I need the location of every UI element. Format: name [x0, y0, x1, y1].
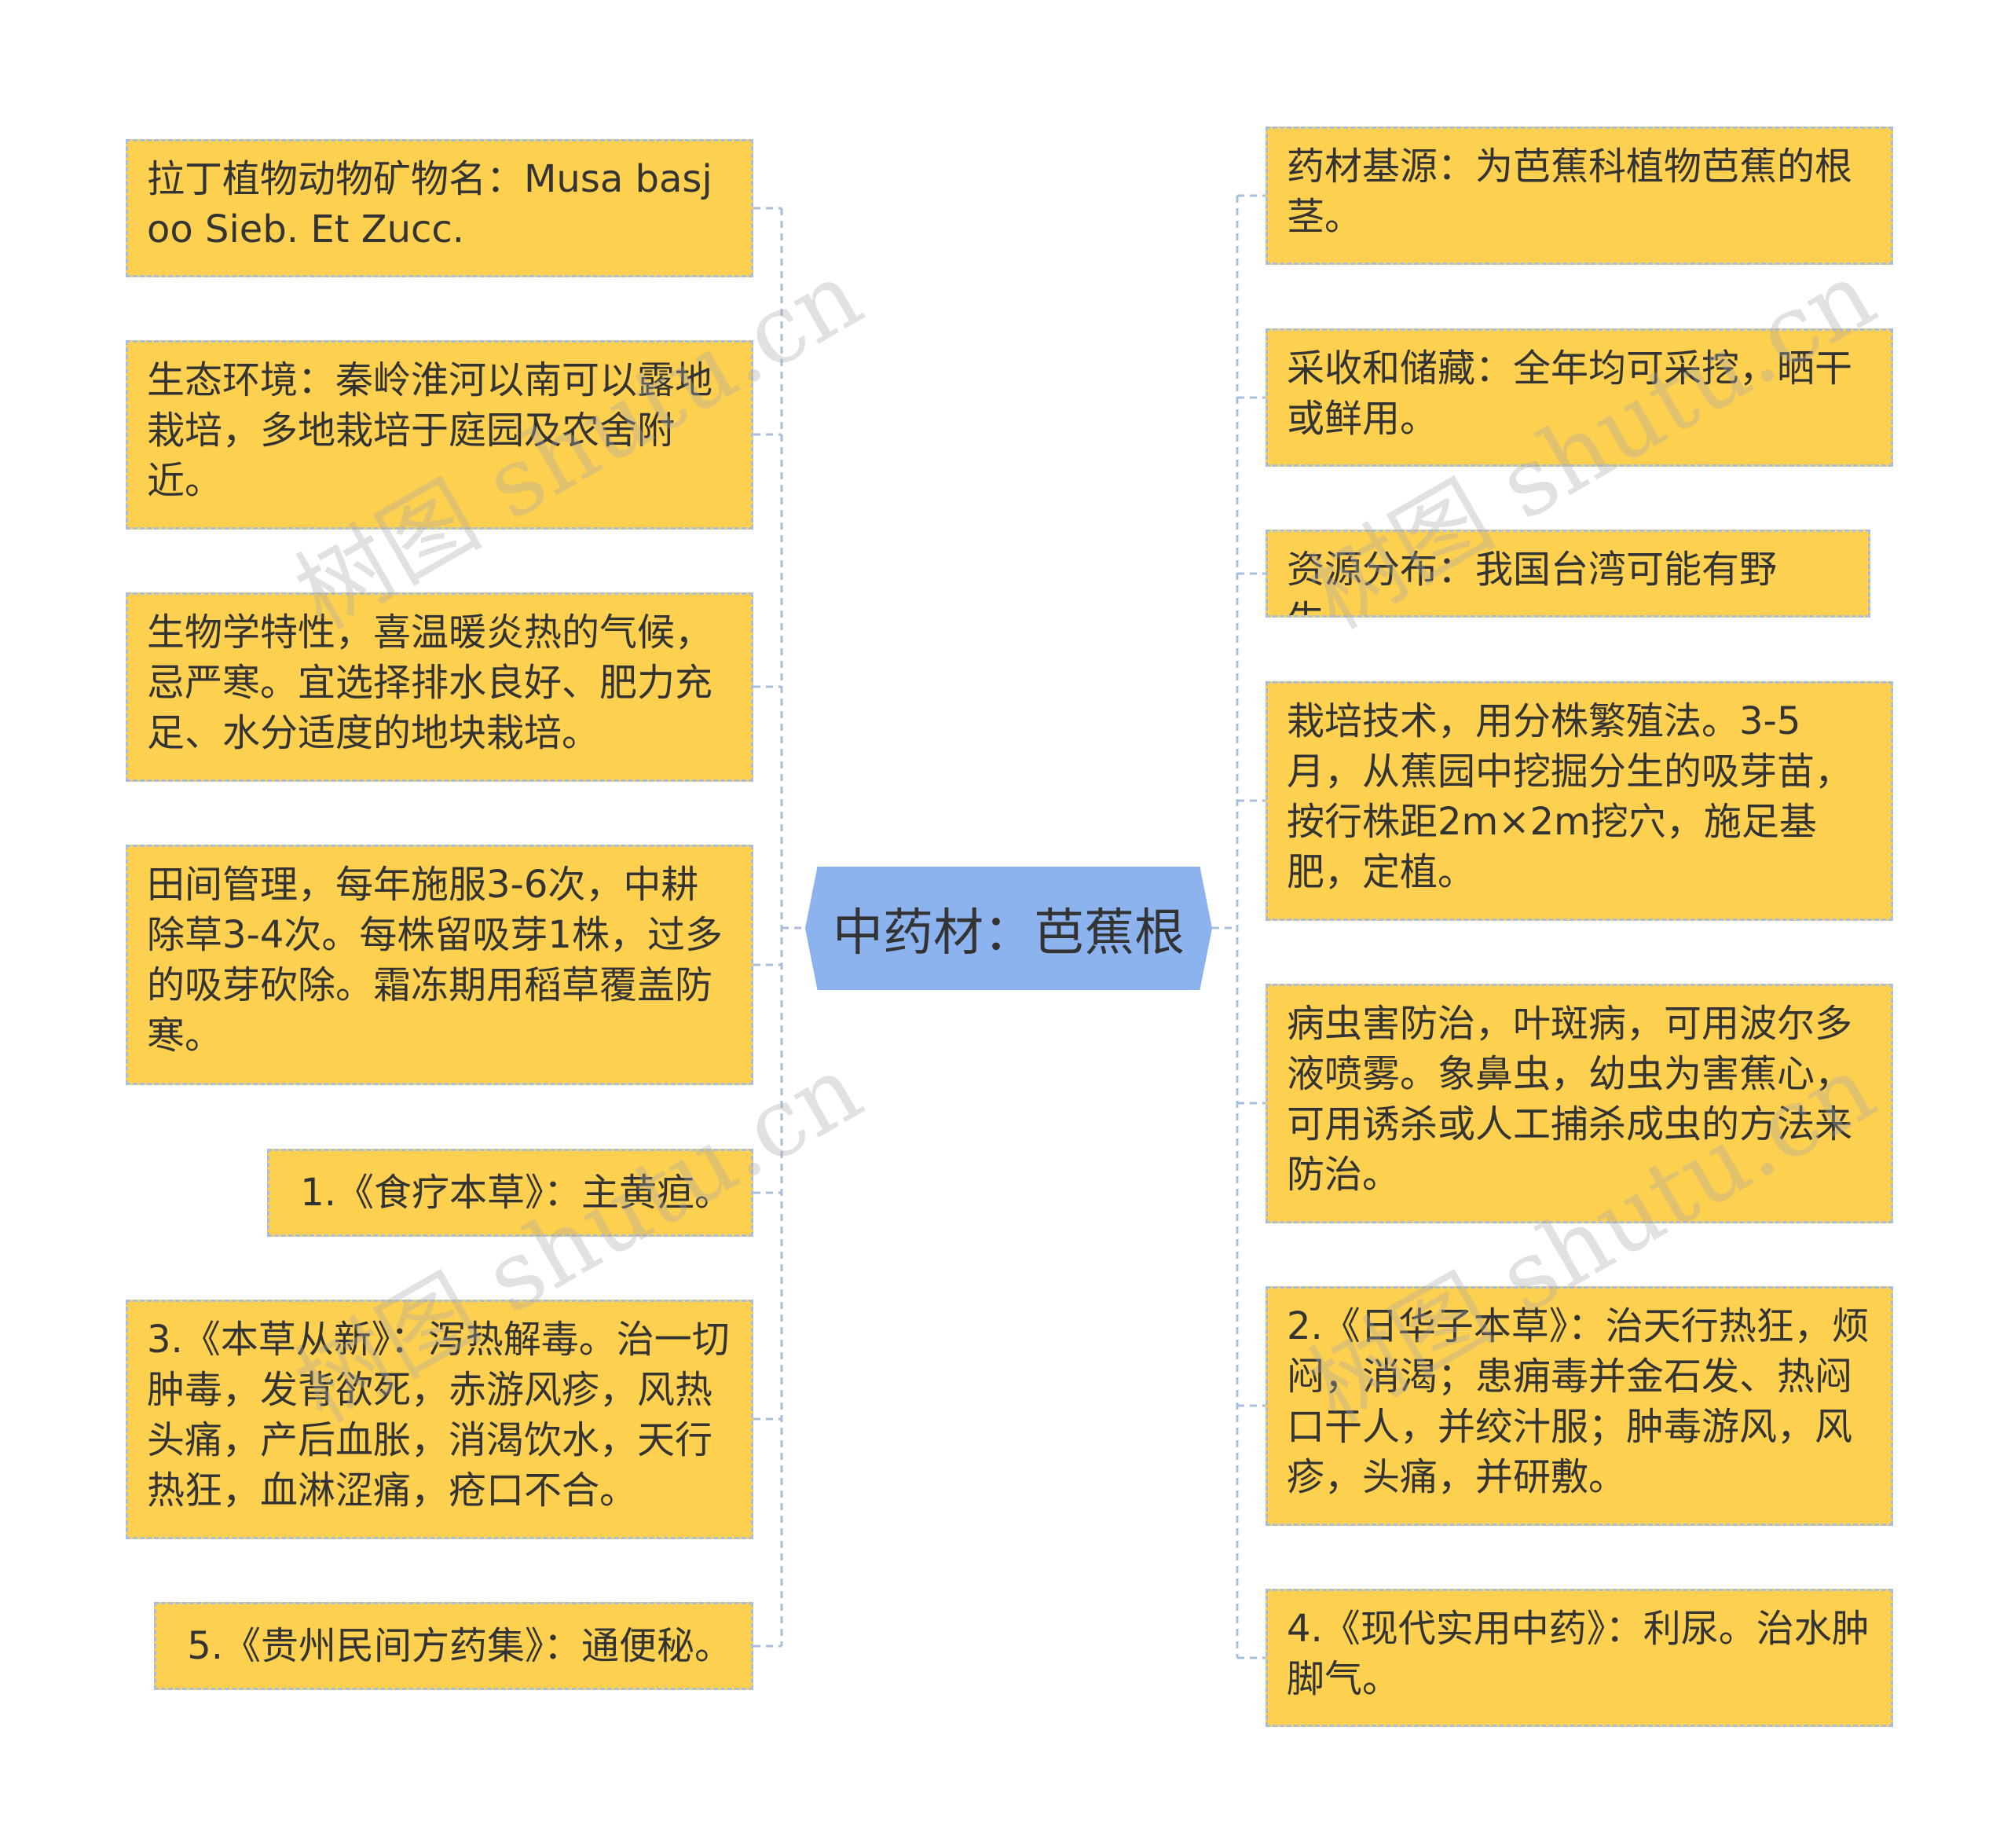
- central-topic[interactable]: 中药材：芭蕉根: [805, 867, 1212, 990]
- node-guizhou-fangyaoji[interactable]: 5.《贵州民间方药集》：通便秘。: [154, 1602, 753, 1690]
- node-resource-distribution[interactable]: 资源分布：我国台湾可能有野生。: [1266, 530, 1870, 618]
- node-bencao-congxin[interactable]: 3.《本草从新》：泻热解毒。治一切肿毒，发背欲死，赤游风疹，风热头痛，产后血胀，…: [126, 1300, 753, 1539]
- node-harvest-storage[interactable]: 采收和储藏：全年均可采挖，晒干或鲜用。: [1266, 328, 1893, 467]
- node-latin-name[interactable]: 拉丁植物动物矿物名：Musa basjoo Sieb. Et Zucc.: [126, 139, 753, 277]
- node-cultivation-technique[interactable]: 栽培技术，用分株繁殖法。3-5月，从蕉园中挖掘分生的吸芽苗，按行株距2m×2m挖…: [1266, 681, 1893, 921]
- node-biological-traits[interactable]: 生物学特性，喜温暖炎热的气候，忌严寒。宜选择排水良好、肥力充足、水分适度的地块栽…: [126, 592, 753, 782]
- node-medicinal-source[interactable]: 药材基源：为芭蕉科植物芭蕉的根茎。: [1266, 126, 1893, 265]
- node-rihuazi-bencao[interactable]: 2.《日华子本草》：治天行热狂，烦闷，消渴；患痈毒并金石发、热闷口干人，并绞汁服…: [1266, 1286, 1893, 1526]
- node-ecological-environment[interactable]: 生态环境：秦岭淮河以南可以露地栽培，多地栽培于庭园及农舍附近。: [126, 340, 753, 530]
- node-pest-control[interactable]: 病虫害防治，叶斑病，可用波尔多液喷雾。象鼻虫，幼虫为害蕉心，可用诱杀或人工捕杀成…: [1266, 984, 1893, 1223]
- node-xiandai-shiyong-zhongyao[interactable]: 4.《现代实用中药》：利尿。治水肿脚气。: [1266, 1589, 1893, 1727]
- node-shiliao-bencao[interactable]: 1.《食疗本草》：主黄疸。: [267, 1149, 753, 1237]
- central-topic-label: 中药材：芭蕉根: [833, 904, 1185, 962]
- node-field-management[interactable]: 田间管理，每年施服3-6次，中耕除草3-4次。每株留吸芽1株，过多的吸芽砍除。霜…: [126, 845, 753, 1085]
